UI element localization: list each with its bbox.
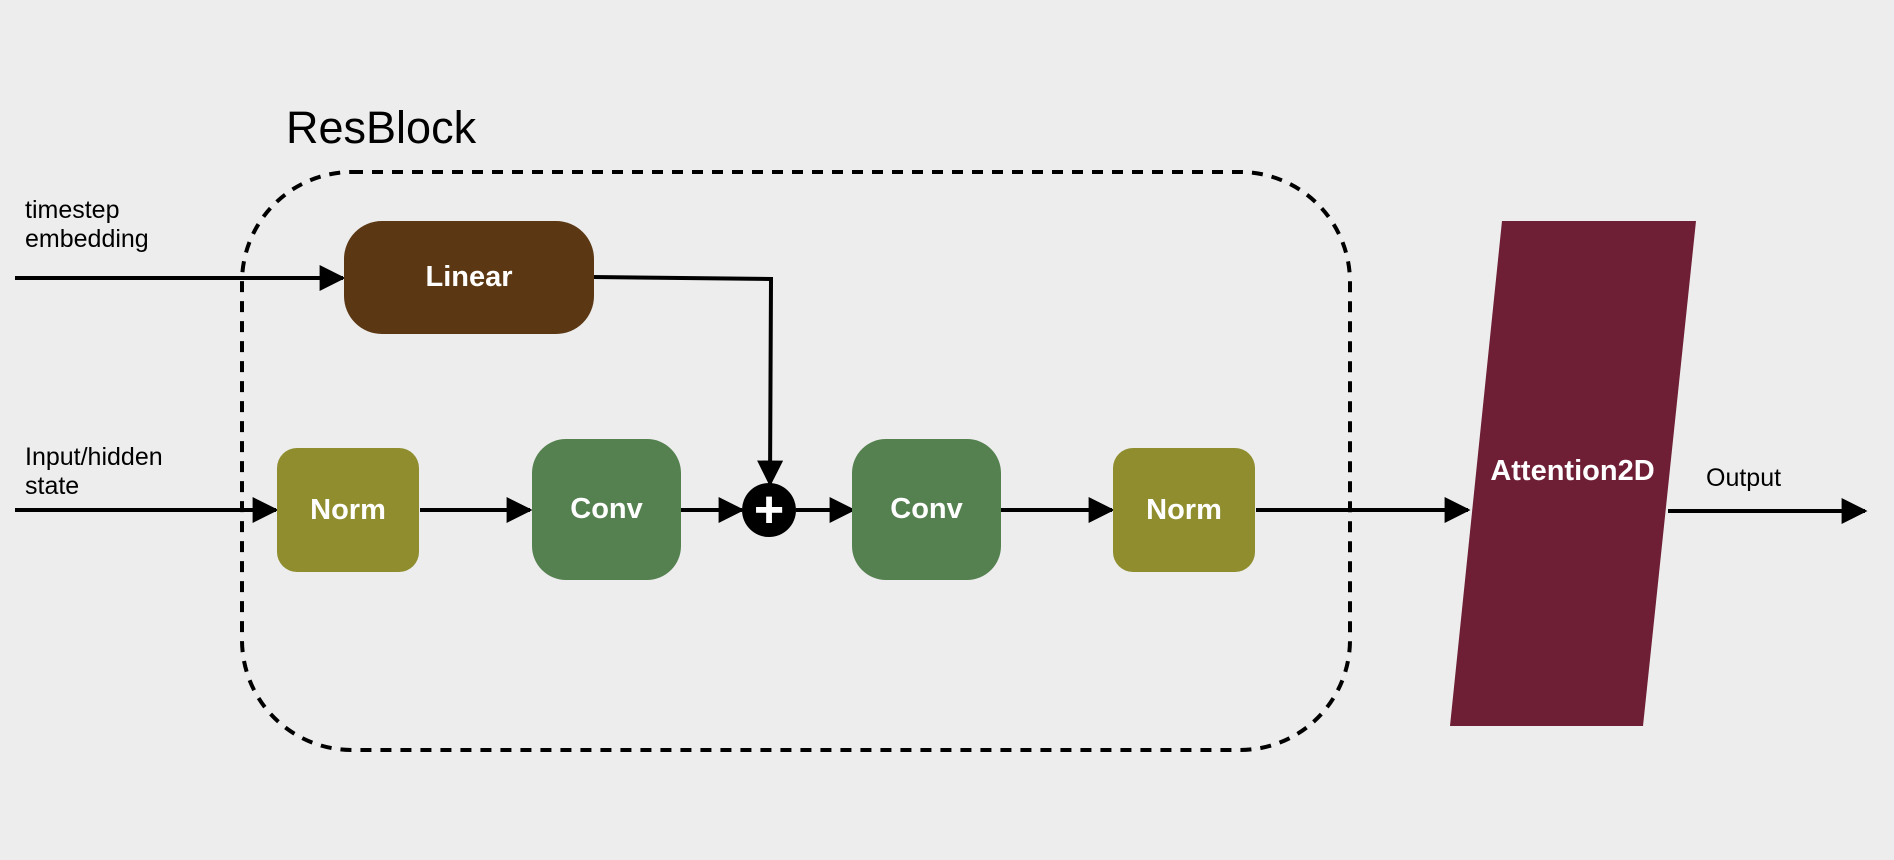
resblock-title: ResBlock — [286, 102, 477, 153]
input-hidden-state-label: Input/hidden state — [25, 443, 163, 500]
output-label: Output — [1706, 464, 1782, 492]
linear-block: Linear — [344, 221, 594, 334]
conv-block-2: Conv — [852, 439, 1001, 580]
timestep-embedding-label: timestep embedding — [25, 196, 149, 253]
adder-plus-symbol: + — [754, 481, 784, 539]
resblock-boundary — [240, 170, 1352, 752]
conv-block-1: Conv — [532, 439, 681, 580]
adder-icon — [742, 483, 796, 537]
norm-block-1: Norm — [277, 448, 419, 572]
attention2d-label: Attention2D — [1490, 455, 1655, 487]
norm-block-2: Norm — [1113, 448, 1255, 572]
attention2d-block — [1450, 221, 1696, 726]
arrow-linear-to-adder — [591, 275, 784, 487]
